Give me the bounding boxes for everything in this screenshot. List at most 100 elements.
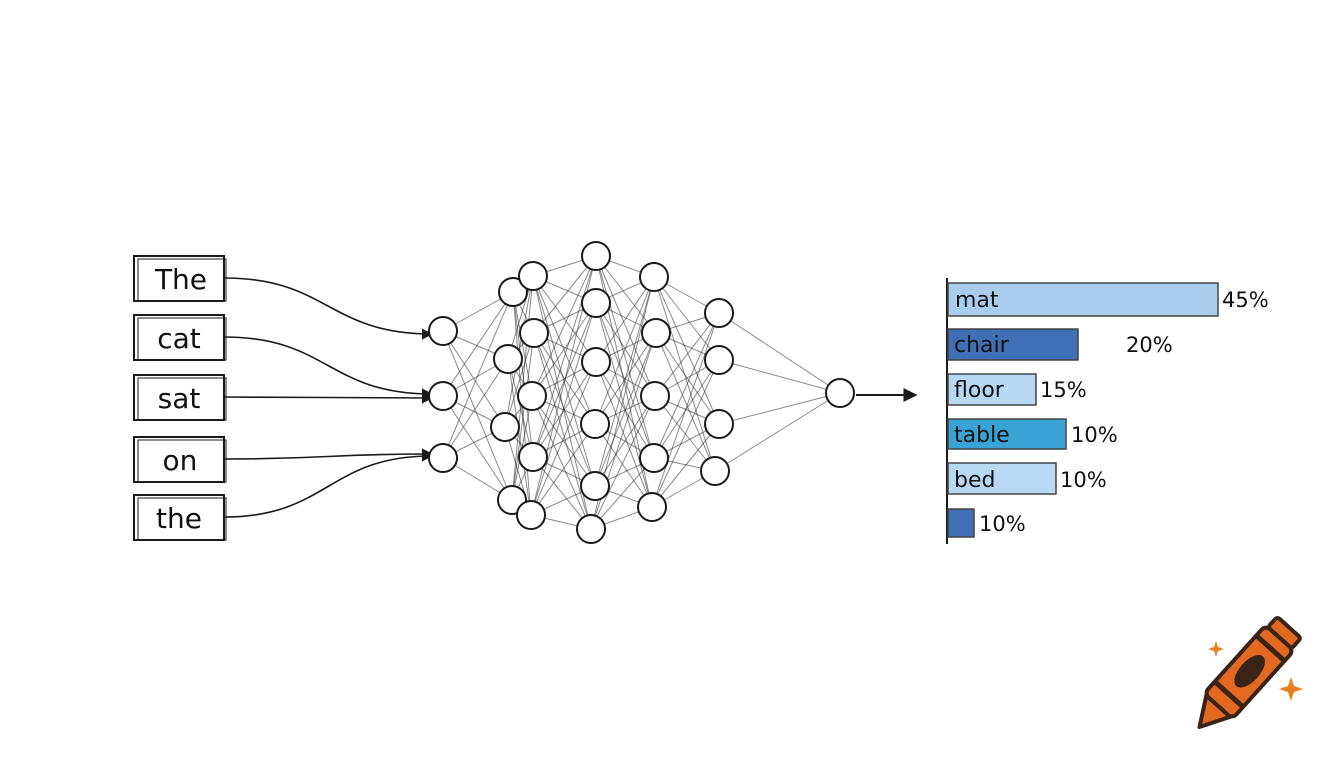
connection-line xyxy=(653,276,720,361)
input-connection-line xyxy=(223,450,434,518)
network-node xyxy=(704,345,734,375)
connection-line xyxy=(531,302,597,397)
network-nodes xyxy=(428,241,855,544)
prediction-bar-floor: floor 15% xyxy=(947,373,1087,406)
connection-line xyxy=(590,395,656,530)
connection-line xyxy=(532,255,597,458)
connection-line xyxy=(651,423,720,508)
input-token-on: on xyxy=(133,436,227,483)
bar-percent: 45% xyxy=(1222,288,1269,312)
network-node xyxy=(428,381,458,411)
network-node xyxy=(576,514,606,544)
connection-line xyxy=(530,361,597,516)
connection-line xyxy=(655,332,716,472)
crayon-logo-icon xyxy=(1197,615,1303,729)
bar-label: table xyxy=(954,423,1010,448)
connection-line xyxy=(590,457,655,530)
connection-line xyxy=(442,395,513,501)
connection-line xyxy=(651,312,720,508)
connection-line xyxy=(442,291,514,397)
bar xyxy=(947,282,1219,317)
network-node xyxy=(428,316,458,346)
network-node xyxy=(700,456,730,486)
bar-label: floor xyxy=(954,378,1005,403)
network-node xyxy=(641,318,671,348)
input-connection-line xyxy=(223,392,434,404)
connection-line xyxy=(595,302,656,397)
network-node xyxy=(518,261,548,291)
bar xyxy=(947,418,1067,450)
input-token-label: sat xyxy=(158,382,201,415)
connection-line xyxy=(442,330,506,428)
bar-percent: 20% xyxy=(1126,333,1173,357)
network-node xyxy=(637,492,667,522)
bar-percent: 10% xyxy=(1071,423,1118,447)
input-token-label: The xyxy=(154,263,207,296)
prediction-bar-bed: bed 10% xyxy=(947,462,1107,495)
connection-line xyxy=(532,361,597,458)
connection-line xyxy=(533,332,592,530)
connection-line xyxy=(442,330,513,501)
connection-line xyxy=(594,423,653,508)
connection-line xyxy=(653,359,720,459)
connection-line xyxy=(530,423,596,516)
bar xyxy=(947,373,1037,406)
network-node xyxy=(639,262,669,292)
bar-percent: 15% xyxy=(1040,378,1087,402)
network-node xyxy=(516,500,546,530)
connection-line xyxy=(595,276,655,363)
connection-line xyxy=(594,276,655,425)
network-node xyxy=(519,318,549,348)
input-token-cat: cat xyxy=(133,314,227,361)
network-node xyxy=(580,471,610,501)
bar xyxy=(947,508,975,538)
network-node xyxy=(518,442,548,472)
bar-label: chair xyxy=(954,333,1010,358)
input-connections xyxy=(223,277,434,518)
prediction-bar-chair: chair 20% xyxy=(947,328,1173,361)
input-token-the: The xyxy=(133,255,227,302)
bar-percent: 10% xyxy=(1060,468,1107,492)
input-token-the-second: the xyxy=(133,494,227,541)
connection-line xyxy=(653,276,720,425)
network-node xyxy=(490,412,520,442)
network-node xyxy=(581,241,611,271)
network-node xyxy=(704,298,734,328)
connection-line xyxy=(442,291,514,459)
input-connection-line xyxy=(223,277,434,340)
input-connection-line xyxy=(223,336,434,400)
network-node xyxy=(581,347,611,377)
network-node xyxy=(704,409,734,439)
connection-line xyxy=(654,312,720,397)
connection-line xyxy=(442,358,509,459)
network-node xyxy=(580,409,610,439)
connection-line xyxy=(595,361,653,508)
connection-line xyxy=(507,358,532,516)
connection-line xyxy=(655,332,720,425)
connection-line xyxy=(595,255,657,334)
input-token-sat: sat xyxy=(133,374,227,421)
connection-line xyxy=(718,392,841,425)
prediction-bar-unlabeled: 10% xyxy=(947,508,1026,538)
bar-percent: 10% xyxy=(979,512,1026,536)
connection-line xyxy=(595,255,656,397)
connection-line xyxy=(595,255,655,459)
connection-line xyxy=(714,392,841,472)
connection-line xyxy=(718,312,841,394)
input-token-label: cat xyxy=(157,322,201,355)
connection-line xyxy=(651,359,720,508)
connection-line xyxy=(595,302,653,508)
connection-line xyxy=(718,359,841,394)
network-node xyxy=(498,277,528,307)
connection-line xyxy=(594,276,655,487)
input-token-label: the xyxy=(156,502,202,535)
connection-line xyxy=(531,255,597,397)
connection-line xyxy=(594,332,657,487)
bar-label: bed xyxy=(954,468,995,493)
network-node xyxy=(639,443,669,473)
bar xyxy=(947,328,1079,361)
connection-line xyxy=(532,275,597,363)
input-token-label: on xyxy=(163,444,198,477)
prediction-bar-mat: mat 45% xyxy=(947,282,1269,317)
